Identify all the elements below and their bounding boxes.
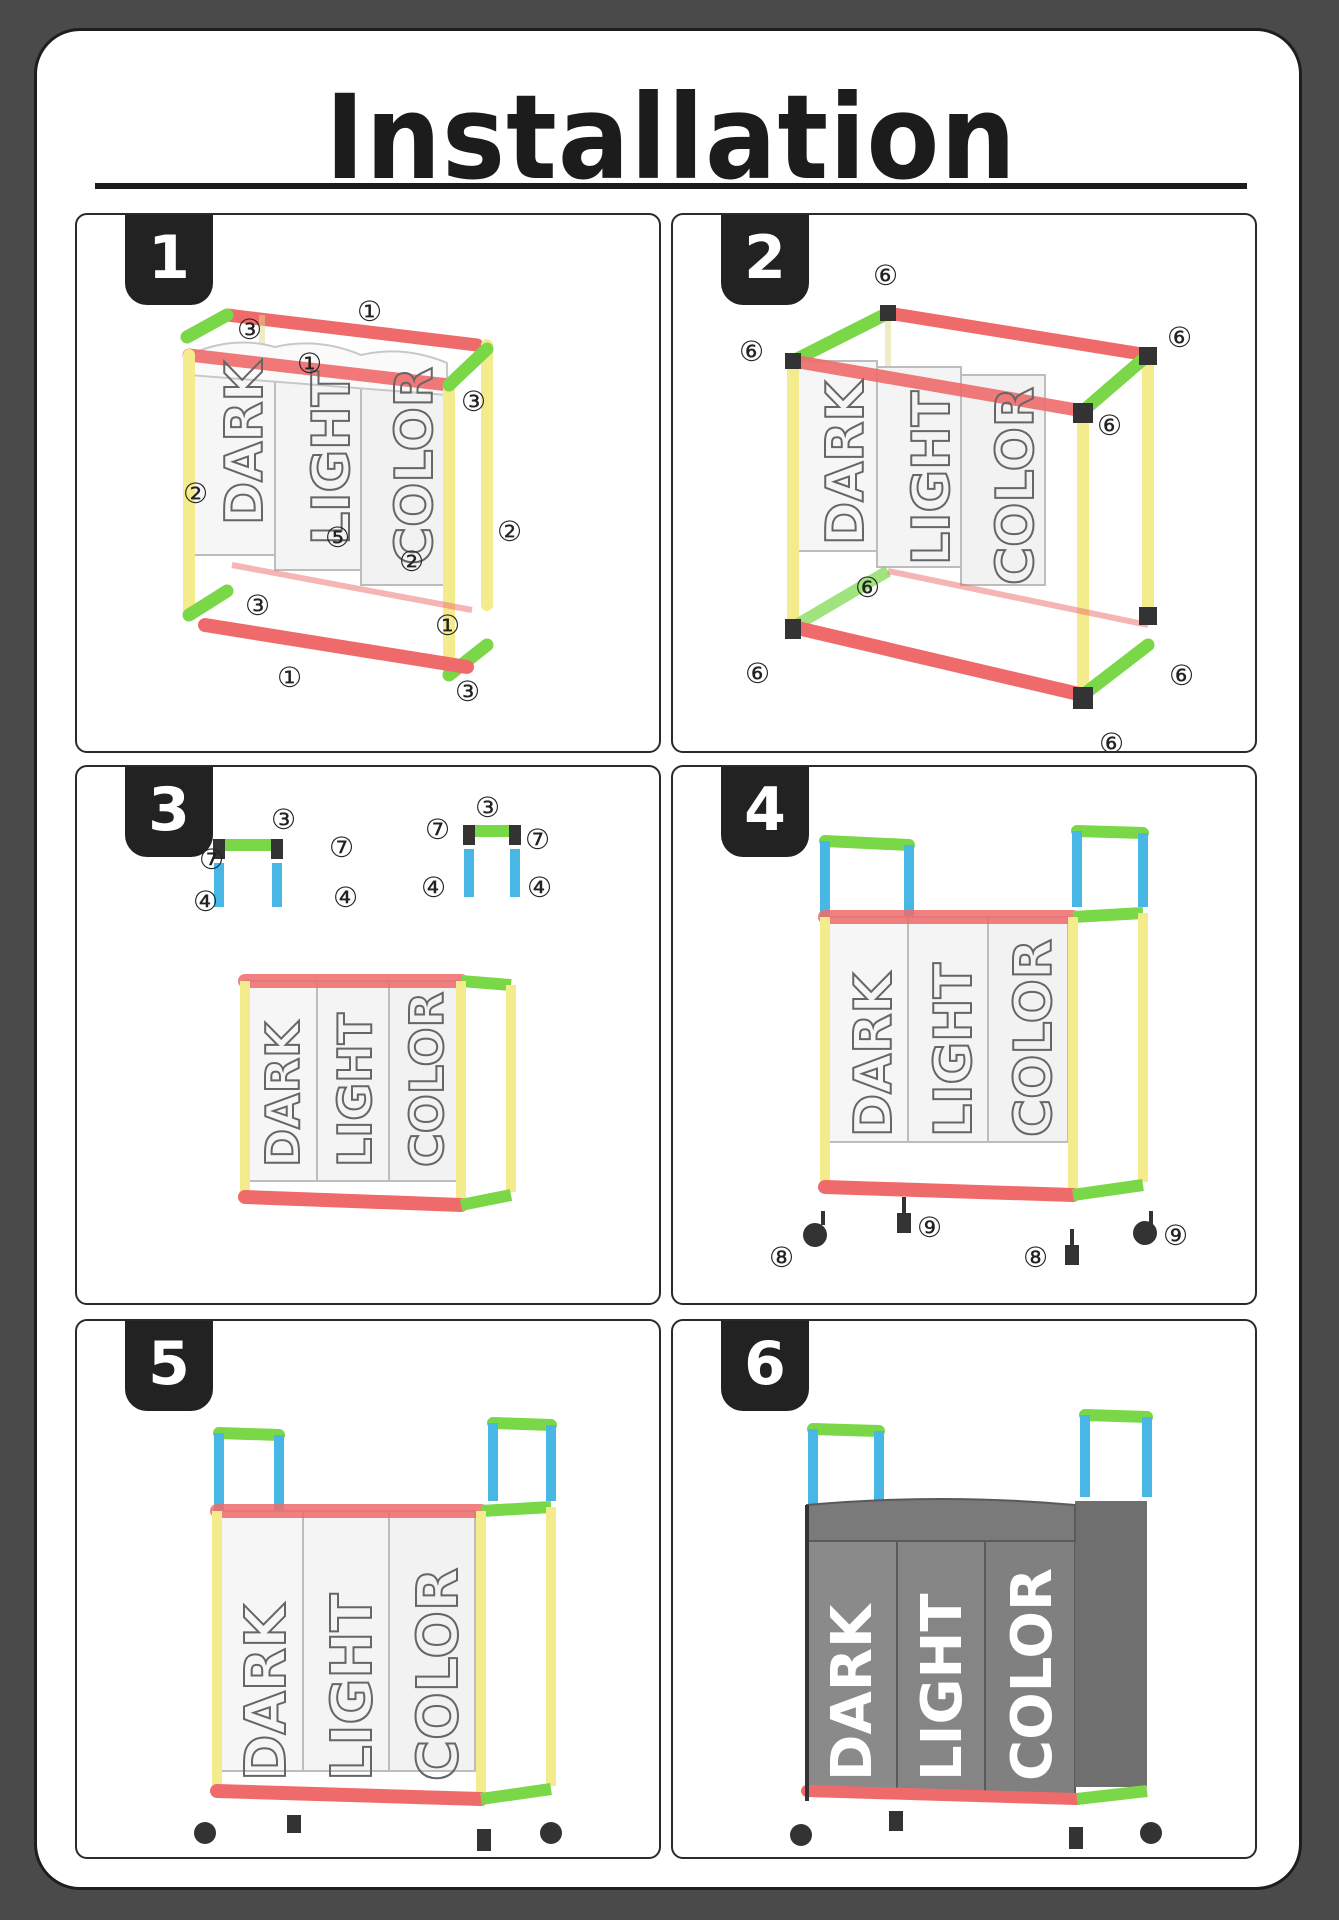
step-6-panel: 6 DARK LIGHT COLOR bbox=[671, 1319, 1257, 1859]
callout-6-h: ⑥ bbox=[1099, 727, 1124, 753]
step-2-panel: 2 DARK LIGHT COLOR bbox=[671, 213, 1257, 753]
callout-6-g: ⑥ bbox=[1169, 659, 1194, 692]
bin-label-color: COLOR bbox=[1004, 939, 1064, 1137]
bin-label-dark: DARK bbox=[256, 1020, 310, 1167]
step-6-illustration: DARK LIGHT COLOR bbox=[790, 1409, 1162, 1849]
callout-4-left-b: ④ bbox=[333, 881, 358, 914]
step-4-number: 4 bbox=[721, 767, 809, 857]
bin-label-light: LIGHT bbox=[320, 1593, 385, 1781]
callout-8-left: ⑧ bbox=[769, 1241, 794, 1274]
bin-label-light: LIGHT bbox=[910, 1593, 975, 1781]
callout-9-right: ⑨ bbox=[1163, 1219, 1188, 1252]
callout-1-a: ① bbox=[357, 295, 382, 328]
callout-7-left-b: ⑦ bbox=[329, 831, 354, 864]
callout-8-right: ⑧ bbox=[1023, 1241, 1048, 1274]
callout-2-b: ② bbox=[399, 545, 424, 578]
step-4-illustration: DARK LIGHT COLOR ⑧ ⑨ ⑧ ⑨ bbox=[769, 825, 1188, 1274]
callout-1-b: ① bbox=[297, 347, 322, 380]
bin-label-color: COLOR bbox=[406, 1568, 471, 1781]
title-underline bbox=[95, 183, 1247, 189]
callout-7-right-a: ⑦ bbox=[425, 813, 450, 846]
step-5-panel: 5 DARK LIGHT COLOR bbox=[75, 1319, 661, 1859]
callout-3-b: ③ bbox=[461, 385, 486, 418]
bin-label-dark: DARK bbox=[844, 972, 904, 1137]
callout-6-f: ⑥ bbox=[745, 657, 770, 690]
step-5-illustration: DARK LIGHT COLOR bbox=[194, 1417, 562, 1851]
step-1-illustration: DARK LIGHT COLOR ① ① ① ① ② ② ② ② ③ ③ ③ ③… bbox=[180, 295, 522, 708]
step-1-panel: 1 DARK LIGHT COL bbox=[75, 213, 661, 753]
callout-6-e: ⑥ bbox=[855, 571, 880, 604]
bin-label-light: LIGHT bbox=[302, 370, 362, 545]
bin-label-color: COLOR bbox=[400, 992, 454, 1167]
bin-label-color: COLOR bbox=[385, 367, 445, 565]
callout-6-a: ⑥ bbox=[873, 259, 898, 292]
bin-label-dark: DARK bbox=[215, 360, 275, 525]
bin-label-light: LIGHT bbox=[902, 390, 962, 565]
callout-6-b: ⑥ bbox=[739, 335, 764, 368]
callout-4-right-b: ④ bbox=[527, 871, 552, 904]
bin-label-dark: DARK bbox=[816, 380, 876, 545]
callout-3-left: ③ bbox=[271, 803, 296, 836]
callout-6-c: ⑥ bbox=[1167, 321, 1192, 354]
callout-7-left-a: ⑦ bbox=[199, 843, 224, 876]
callout-3-right: ③ bbox=[475, 791, 500, 824]
bin-label-color: COLOR bbox=[986, 387, 1046, 585]
bin-label-light: LIGHT bbox=[328, 1012, 382, 1167]
step-3-illustration: DARK LIGHT COLOR ③ ⑦ ⑦ ④ ④ ③ ⑦ ⑦ ④ ④ bbox=[193, 791, 552, 1212]
bin-label-dark: DARK bbox=[234, 1602, 299, 1781]
callout-6-d: ⑥ bbox=[1097, 409, 1122, 442]
callout-3-d: ③ bbox=[455, 675, 480, 708]
instruction-sheet: Installation instructions 1 bbox=[34, 28, 1302, 1890]
callout-5: ⑤ bbox=[325, 521, 350, 554]
callout-3-a: ③ bbox=[237, 313, 262, 346]
callout-1-c: ① bbox=[435, 609, 460, 642]
callout-2-c: ② bbox=[497, 515, 522, 548]
step-5-number: 5 bbox=[125, 1321, 213, 1411]
step-6-number: 6 bbox=[721, 1321, 809, 1411]
callout-2-a: ② bbox=[183, 477, 208, 510]
bin-label-dark: DARK bbox=[820, 1602, 885, 1781]
step-3-panel: 3 DARK LIGHT COLOR bbox=[75, 765, 661, 1305]
callout-4-right-a: ④ bbox=[421, 871, 446, 904]
bin-label-color: COLOR bbox=[1000, 1568, 1065, 1781]
step-3-number: 3 bbox=[125, 767, 213, 857]
step-2-illustration: DARK LIGHT COLOR ⑥ ⑥ ⑥ ⑥ ⑥ ⑥ ⑥ ⑥ ⑥ bbox=[739, 259, 1194, 753]
callout-9-left: ⑨ bbox=[917, 1211, 942, 1244]
callout-4-left-a: ④ bbox=[193, 885, 218, 918]
callout-3-c: ③ bbox=[245, 589, 270, 622]
bin-label-light: LIGHT bbox=[924, 962, 984, 1137]
step-2-number: 2 bbox=[721, 215, 809, 305]
callout-1-d: ① bbox=[277, 661, 302, 694]
step-4-panel: 4 DARK LIGHT COLOR bbox=[671, 765, 1257, 1305]
step-1-number: 1 bbox=[125, 215, 213, 305]
callout-7-right-b: ⑦ bbox=[525, 823, 550, 856]
